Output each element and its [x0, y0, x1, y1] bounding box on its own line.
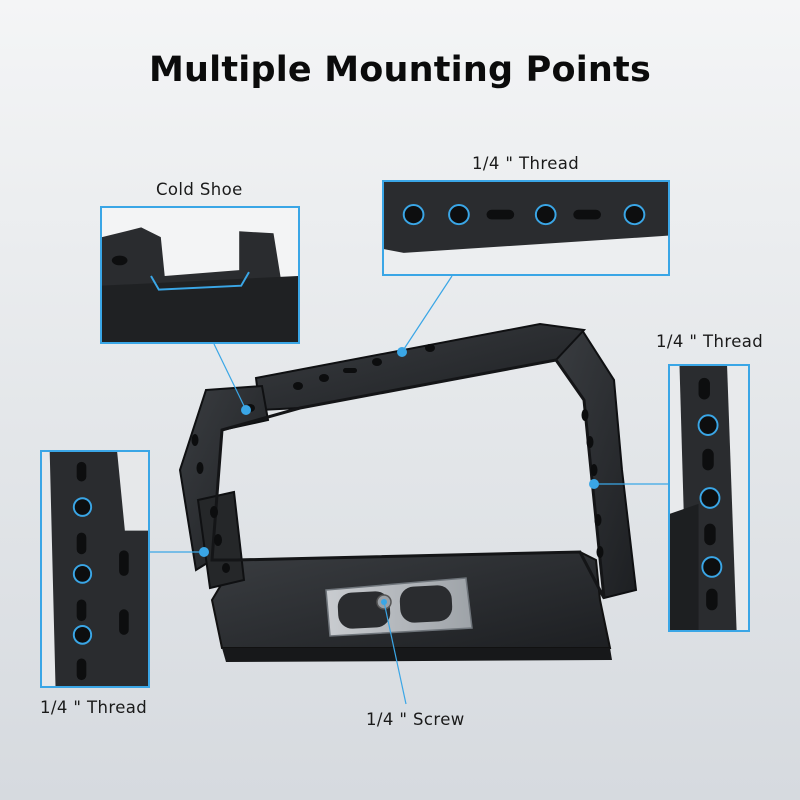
- connector-cold-shoe: [213, 343, 247, 411]
- connector-top-thread: [401, 275, 453, 353]
- label-thread-left: 1/4 " Thread: [40, 698, 148, 717]
- page-title: Multiple Mounting Points: [148, 50, 651, 90]
- cage-inner-frame: [210, 358, 606, 599]
- label-screw-bottom: 1/4 " Screw: [366, 710, 465, 729]
- label-thread-right: 1/4 " Thread: [656, 332, 764, 351]
- callout-right-thread-closeup: [668, 364, 750, 632]
- callout-cold-shoe-closeup: [100, 206, 300, 344]
- base-plate-front-edge: [222, 648, 612, 662]
- callout-left-thread-closeup: [40, 450, 150, 688]
- cage-top-bar: [254, 322, 587, 412]
- connector-screw: [383, 601, 407, 705]
- label-cold-shoe: Cold Shoe: [156, 180, 243, 199]
- callout-top-thread-closeup: [382, 180, 670, 276]
- label-thread-top: 1/4 " Thread: [472, 154, 580, 173]
- rubber-pad-right: [399, 585, 453, 623]
